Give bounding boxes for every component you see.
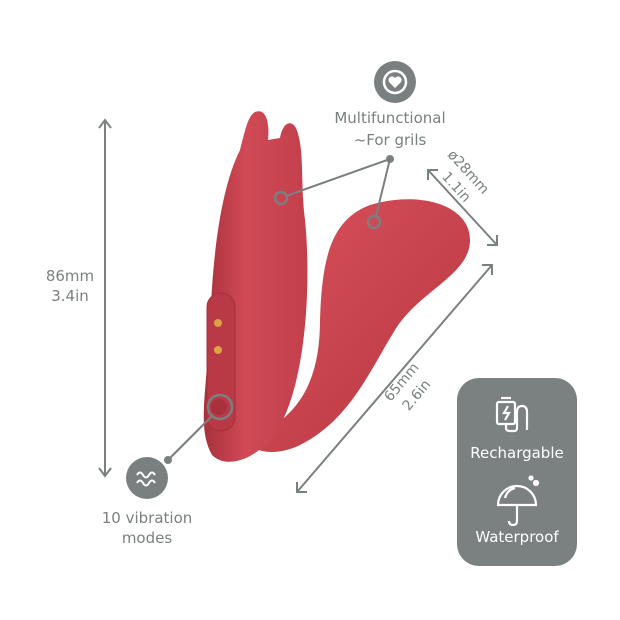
product-arm — [245, 199, 470, 452]
vibration-label: 10 vibration — [101, 509, 193, 527]
rechargable-label: Rechargable — [470, 444, 564, 462]
diameter-dimension-line — [427, 169, 498, 246]
battery-charger-icon — [495, 396, 529, 433]
power-button — [211, 399, 227, 415]
waterproof-label: Waterproof — [475, 528, 559, 546]
heart-circle-icon — [374, 61, 416, 103]
vibration-modes-label: modes — [121, 529, 173, 547]
charge-contact — [214, 346, 222, 354]
waves-icon — [126, 457, 168, 499]
height-in-label: 3.4in — [51, 287, 89, 305]
height-mm-label: 86mm — [45, 267, 95, 285]
features-panel: Rechargable Waterproof — [457, 378, 577, 566]
length-dimension-line — [296, 264, 493, 493]
for-girls-label: ~For grils — [353, 131, 427, 149]
charge-contact — [214, 319, 222, 327]
multifunctional-label: Multifunctional — [334, 109, 446, 127]
umbrella-icon — [496, 475, 540, 527]
